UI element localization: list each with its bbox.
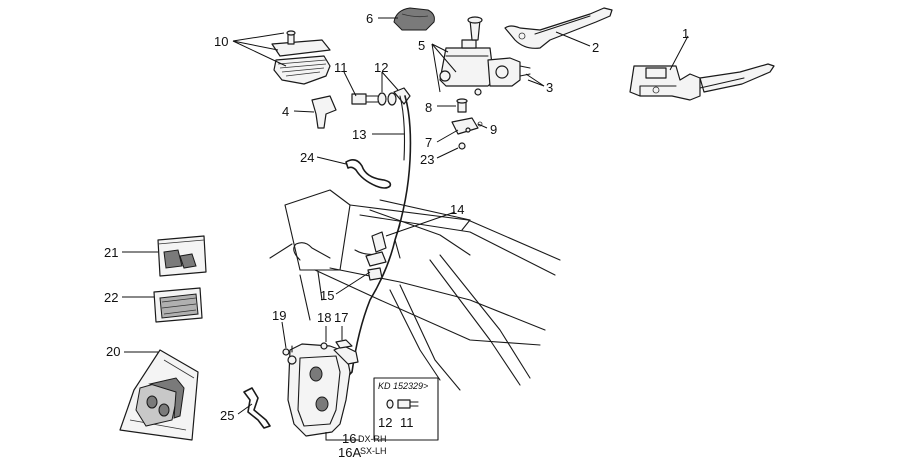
label-2: 2 [592, 40, 599, 55]
label-10: 10 [214, 34, 228, 49]
label-20: 20 [106, 344, 120, 359]
label-12: 12 [374, 60, 388, 75]
part-16-brake-caliper [287, 343, 359, 437]
label-18: 18 [317, 310, 331, 325]
label-5: 5 [418, 38, 425, 53]
part-6-cover [393, 7, 435, 31]
label-16-dx-rh: DX-RH [358, 434, 387, 444]
label-13: 13 [352, 127, 366, 142]
label-19: 19 [272, 308, 286, 323]
part-13-brake-hose [343, 95, 412, 381]
label-3: 3 [546, 80, 553, 95]
inset-label-12: 12 [378, 415, 392, 430]
label-16a: 16A [338, 445, 361, 459]
part-25-spring-clip [243, 387, 271, 429]
label-21: 21 [104, 245, 118, 260]
part-21-pad-kit [157, 235, 207, 277]
part-2-brake-lever [504, 7, 613, 49]
label-24: 24 [300, 150, 314, 165]
label-8: 8 [425, 100, 432, 115]
part-24-hose-clip [345, 158, 392, 189]
label-22: 22 [104, 290, 118, 305]
label-14: 14 [450, 202, 464, 217]
label-25: 25 [220, 408, 234, 423]
part-4-bleed-cap [311, 95, 337, 129]
label-15: 15 [320, 288, 334, 303]
frame-structure [269, 189, 561, 391]
label-11: 11 [334, 60, 348, 75]
label-17: 17 [334, 310, 348, 325]
callout-labels: 1 2 3 4 5 6 7 8 9 10 11 12 13 14 15 16 1… [104, 11, 689, 459]
inset-title: KD 152329> [378, 381, 428, 391]
leader-lines [122, 17, 689, 441]
part-17-18-19-bolts [282, 339, 353, 356]
part-10-reservoir-cap [271, 30, 331, 85]
label-9: 9 [490, 122, 497, 137]
label-16a-sx-lh: SX-LH [360, 446, 387, 456]
label-6: 6 [366, 11, 373, 26]
part-22-pad-kit [153, 287, 203, 323]
part-20-brake-pads [119, 349, 199, 441]
label-1: 1 [682, 26, 689, 41]
inset-kd-box [373, 377, 439, 441]
part-5-reservoir-pump [439, 16, 531, 96]
inset-label-11: 11 [400, 415, 414, 430]
part-14-15-hose-guide [365, 231, 387, 281]
label-23: 23 [420, 152, 434, 167]
part-7-8-9-23-switch [451, 98, 483, 150]
label-4: 4 [282, 104, 289, 119]
part-1-master-cylinder [629, 63, 775, 101]
label-16: 16 [342, 431, 356, 446]
label-7: 7 [425, 135, 432, 150]
